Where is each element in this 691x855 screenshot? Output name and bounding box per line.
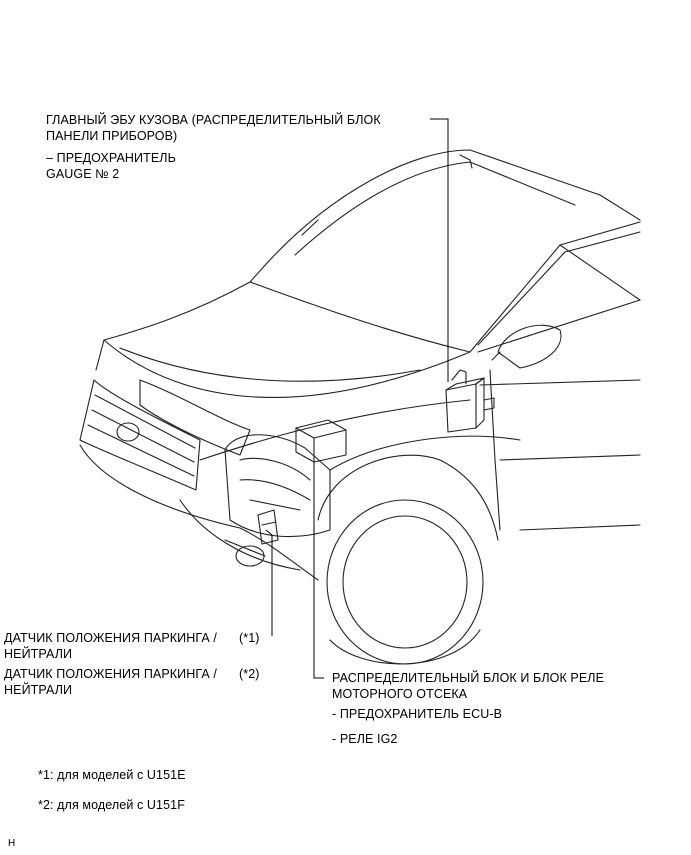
mirror-mount [491, 351, 501, 361]
bumper-lower [179, 499, 301, 571]
callout-body-ecu-line4: GAUGE № 2 [46, 167, 120, 181]
windshield-top [294, 161, 576, 256]
engine-room-relay-block [295, 419, 347, 463]
grille-outline [79, 379, 201, 491]
callout-park-neutral-2-line2: НЕЙТРАЛИ [4, 683, 73, 697]
wheel-arch [317, 454, 499, 541]
callout-park-neutral-1-ref: (*1) [239, 631, 260, 645]
front-bumper [79, 444, 319, 581]
leader-engine-room [313, 462, 324, 679]
hood-front [103, 281, 251, 341]
footnote-1: *1: для моделей с U151E [38, 768, 186, 782]
headlight [139, 379, 251, 456]
park-neutral-switch [257, 509, 279, 545]
front-tire [326, 499, 484, 665]
front-rim [342, 515, 468, 649]
fender-line [329, 435, 521, 471]
callout-body-ecu-line2: ПАНЕЛИ ПРИБОРОВ) [46, 129, 178, 143]
callout-engine-room-line1: РАСПРЕДЕЛИТЕЛЬНЫЙ БЛОК И БЛОК РЕЛЕ [332, 671, 605, 685]
door-line-upper [479, 379, 641, 386]
rocker [519, 524, 641, 531]
leader-body-ecu [430, 118, 449, 382]
side-window [559, 244, 641, 301]
callout-body-ecu-line3: – ПРЕДОХРАНИТЕЛЬ [46, 151, 176, 165]
callout-engine-room-line3: - ПРЕДОХРАНИТЕЛЬ ECU-B [332, 707, 503, 721]
footnote-2: *2: для моделей с U151F [38, 798, 185, 812]
callout-engine-room-line4: - РЕЛЕ IG2 [332, 732, 398, 746]
hood-crease [119, 347, 421, 382]
callout-park-neutral-1-line2: НЕЙТРАЛИ [4, 647, 73, 661]
lower-body [499, 454, 641, 461]
callout-park-neutral-2-ref: (*2) [239, 667, 260, 681]
callout-park-neutral-2-line1: ДАТЧИК ПОЛОЖЕНИЯ ПАРКИНГА / [4, 667, 218, 681]
roof-line [267, 149, 641, 263]
front-fender-top [199, 399, 471, 461]
side-mirror [497, 324, 562, 369]
leader-park-neutral [265, 529, 273, 636]
instrument-panel-jb [445, 383, 477, 433]
wiper [301, 219, 319, 236]
windshield-outer [249, 261, 471, 353]
callout-body-ecu-line1: ГЛАВНЫЙ ЭБУ КУЗОВА (РАСПРЕДЕЛИТЕЛЬНЫЙ БЛ… [46, 113, 381, 127]
roof-rail [459, 154, 473, 169]
callout-park-neutral-1-line1: ДАТЧИК ПОЛОЖЕНИЯ ПАРКИНГА / [4, 631, 218, 645]
hood-edge [95, 339, 105, 371]
hood-line [103, 339, 471, 398]
door-front-edge [489, 369, 501, 531]
corner-mark: H [8, 838, 16, 849]
engine-block [224, 434, 331, 538]
a-pillar [469, 221, 641, 353]
a-pillar-inner [477, 231, 641, 346]
tire-bottom [329, 629, 481, 665]
belt-line [477, 299, 641, 353]
callout-engine-room-line2: МОТОРНОГО ОТСЕКА [332, 687, 468, 701]
brand-emblem [116, 422, 140, 442]
